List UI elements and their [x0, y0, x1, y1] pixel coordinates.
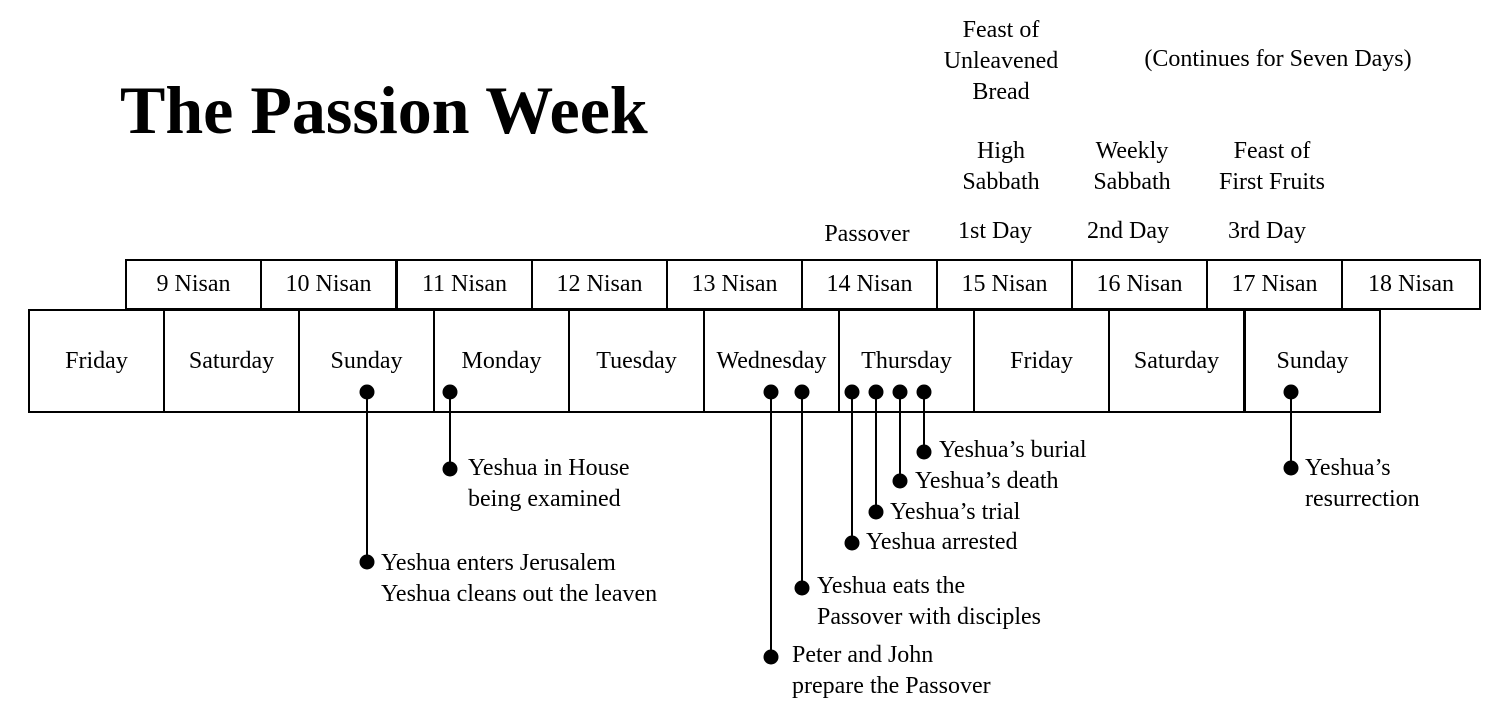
event-dot — [794, 384, 810, 400]
event-line — [801, 392, 803, 588]
first-fruits-label: Feast of First Fruits — [1219, 136, 1325, 198]
label-line: Feast of — [962, 17, 1040, 43]
label-line: Sabbath — [962, 169, 1040, 195]
feast-day-1: 1st Day — [958, 218, 1032, 244]
event-dot — [1283, 384, 1299, 400]
event-death: Yeshua’s death — [915, 468, 1059, 494]
event-line — [923, 392, 925, 452]
event-examined: Yeshua in House being examined — [468, 453, 630, 515]
event-dot — [868, 384, 884, 400]
event-arrested: Yeshua arrested — [866, 529, 1018, 555]
label-line: Sabbath — [1093, 169, 1171, 195]
nisan-cell: 14 Nisan — [801, 259, 938, 310]
nisan-cell: 17 Nisan — [1206, 259, 1343, 310]
label-line: resurrection — [1305, 486, 1420, 512]
nisan-cell: 11 Nisan — [396, 259, 533, 310]
label-line: Yeshua enters Jerusalem — [381, 550, 616, 576]
event-dot — [359, 554, 375, 570]
event-trial: Yeshua’s trial — [890, 499, 1021, 525]
event-dot — [794, 580, 810, 596]
event-dot — [844, 384, 860, 400]
event-line — [449, 392, 451, 469]
day-cell: Saturday — [163, 309, 300, 413]
day-cell: Friday — [973, 309, 1110, 413]
nisan-cell: 12 Nisan — [531, 259, 668, 310]
event-burial: Yeshua’s burial — [939, 437, 1087, 463]
event-dot — [359, 384, 375, 400]
day-cell: Tuesday — [568, 309, 705, 413]
nisan-cell: 18 Nisan — [1341, 259, 1481, 310]
page-title: The Passion Week — [120, 72, 648, 148]
passover-label: Passover — [824, 221, 910, 247]
event-dot — [892, 473, 908, 489]
label-line: being examined — [468, 486, 621, 512]
event-line — [851, 392, 853, 543]
label-line: First Fruits — [1218, 169, 1326, 195]
event-dot — [442, 461, 458, 477]
label-line: Peter and John — [792, 642, 934, 668]
label-line: Yeshua’s — [1305, 455, 1391, 481]
event-dot — [892, 384, 908, 400]
nisan-cell: 16 Nisan — [1071, 259, 1208, 310]
label-line: Unleavened — [943, 48, 1059, 74]
day-cell: Thursday — [838, 309, 975, 413]
event-dot — [916, 444, 932, 460]
event-dot — [844, 535, 860, 551]
label-line: Yeshua eats the — [817, 573, 966, 599]
event-prepare-passover: Peter and John prepare the Passover — [792, 640, 991, 702]
event-line — [875, 392, 877, 512]
day-cell: Monday — [433, 309, 570, 413]
nisan-cell: 13 Nisan — [666, 259, 803, 310]
event-line — [770, 392, 772, 657]
day-cell: Friday — [28, 309, 165, 413]
weekly-sabbath-label: Weekly Sabbath — [1093, 136, 1170, 198]
event-dot — [442, 384, 458, 400]
event-line — [366, 392, 368, 562]
event-dot — [763, 384, 779, 400]
nisan-cell: 9 Nisan — [125, 259, 262, 310]
feast-day-2: 2nd Day — [1087, 218, 1169, 244]
label-line: prepare the Passover — [792, 673, 991, 699]
label-line: Passover with disciples — [817, 604, 1041, 630]
nisan-cell: 15 Nisan — [936, 259, 1073, 310]
label-line: Bread — [972, 79, 1030, 105]
day-cell: Saturday — [1108, 309, 1245, 413]
label-line: High — [976, 138, 1025, 164]
event-dot — [763, 649, 779, 665]
feast-unleavened-label: Feast of Unleavened Bread — [944, 15, 1059, 108]
label-line: Feast of — [1233, 138, 1311, 164]
continues-label: (Continues for Seven Days) — [1144, 46, 1412, 72]
event-line — [1290, 392, 1292, 468]
label-line: Yeshua cleans out the leaven — [381, 581, 658, 607]
day-cell: Sunday — [1244, 309, 1381, 413]
event-resurrection: Yeshua’s resurrection — [1305, 453, 1420, 515]
event-enters-jerusalem: Yeshua enters Jerusalem Yeshua cleans ou… — [381, 548, 657, 610]
event-line — [899, 392, 901, 481]
label-line: Yeshua in House — [468, 455, 630, 481]
event-dot — [1283, 460, 1299, 476]
event-dot — [868, 504, 884, 520]
event-dot — [916, 384, 932, 400]
event-eats-passover: Yeshua eats the Passover with disciples — [817, 571, 1041, 633]
high-sabbath-label: High Sabbath — [962, 136, 1039, 198]
label-line: Weekly — [1095, 138, 1169, 164]
feast-day-3: 3rd Day — [1228, 218, 1306, 244]
nisan-cell: 10 Nisan — [260, 259, 397, 310]
